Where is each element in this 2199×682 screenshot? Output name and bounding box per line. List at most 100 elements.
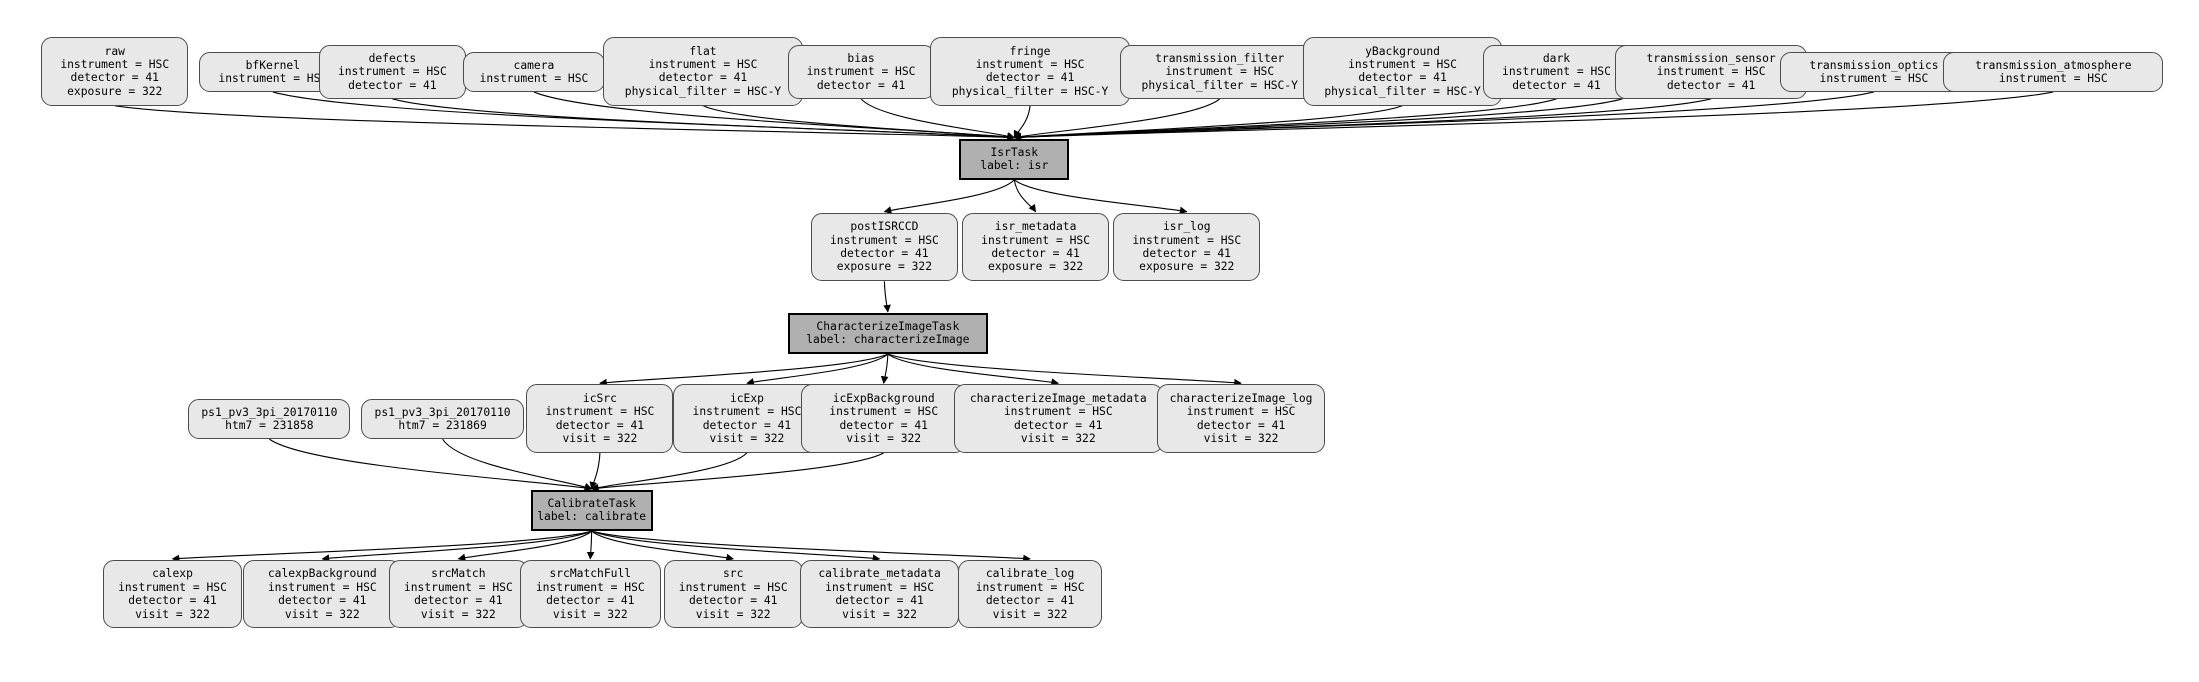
edge-CharacterizeImageTask-to-icExpBackground <box>880 354 889 384</box>
node-dimension: visit = 322 <box>846 431 922 445</box>
node-dimension: instrument = HSC <box>1502 65 1611 79</box>
node-title: yBackground <box>1365 44 1440 58</box>
node-dimension: detector = 41 <box>1358 71 1447 85</box>
node-dimension: detector = 41 <box>816 78 906 92</box>
node-dimension: instrument = HSC <box>692 405 802 419</box>
node-dimension: instrument = HSC <box>829 233 939 247</box>
node-title: isr_metadata <box>994 220 1077 234</box>
node-title: defects <box>368 51 417 65</box>
node-dimension: detector = 41 <box>1196 418 1286 432</box>
node-dimension: detector = 41 <box>128 594 217 608</box>
edge-CalibrateTask-to-srcMatch <box>457 530 593 562</box>
node-title: ps1_pv3_3pi_20170110 <box>201 405 338 419</box>
node-title: calexpBackground <box>267 567 377 581</box>
node-title: CalibrateTask <box>547 497 636 511</box>
node-dimension: instrument = HSC <box>975 580 1085 594</box>
node-dimension: physical_filter = HSC-Y <box>951 84 1109 98</box>
node-dimension: instrument = HSC <box>60 57 170 71</box>
node-dimension: visit = 322 <box>562 431 638 445</box>
edge-icSrc-to-CalibrateTask <box>589 452 601 490</box>
node-dimension: physical_filter = HSC-Y <box>624 84 782 98</box>
edge-icExpBackground-to-CalibrateTask <box>590 452 884 492</box>
node-title: transmission_atmosphere <box>1975 58 2132 72</box>
node-dimension: visit = 322 <box>992 607 1068 621</box>
node-dimension: instrument = HSC <box>267 580 377 594</box>
edge-CharacterizeImageTask-to-characterizeImage_log <box>887 353 1242 387</box>
node-dimension: detector = 41 <box>555 418 645 432</box>
node-dimension: visit = 322 <box>284 607 360 621</box>
node-dimension: instrument = HSC <box>479 72 589 86</box>
node-dimension: label: calibrate <box>537 510 647 524</box>
node-dimension: instrument = HSC <box>829 405 939 419</box>
node-dimension: instrument = HSC <box>981 233 1090 247</box>
edge-IsrTask-to-isr_metadata <box>1013 179 1037 213</box>
node-dimension: detector = 41 <box>702 418 792 432</box>
node-title: transmission_sensor <box>1646 51 1776 65</box>
node-dimension: instrument = HSC <box>975 57 1085 71</box>
node-dimension: detector = 41 <box>985 594 1075 608</box>
node-title: srcMatch <box>431 567 486 581</box>
edge-icExp-to-CalibrateTask <box>590 452 748 492</box>
node-dimension: htm7 = 231869 <box>398 419 487 433</box>
node-title: dark <box>1542 51 1571 65</box>
node-title: srcMatchFull <box>549 567 632 581</box>
node-dimension: physical_filter = HSC-Y <box>1324 84 1481 98</box>
node-dimension: instrument = HSC <box>806 65 916 79</box>
node-dimension: detector = 41 <box>1512 78 1601 92</box>
node-dimension: instrument = HSC <box>1186 405 1296 419</box>
node-dimension: detector = 41 <box>414 594 503 608</box>
node-title: calibrate_metadata <box>818 567 941 581</box>
node-dimension: instrument = HSC <box>403 580 513 594</box>
node-dimension: instrument = HSC <box>1819 72 1929 86</box>
node-dimension: exposure = 322 <box>987 260 1084 274</box>
edge-CalibrateTask-to-calibrate_log <box>591 530 1031 563</box>
edges-group <box>114 91 2054 563</box>
node-dimension: instrument = HSC <box>1132 233 1242 247</box>
node-dimension: instrument = HSC <box>337 65 447 79</box>
edge-CalibrateTask-to-calexp <box>171 530 592 563</box>
node-dimension: detector = 41 <box>1142 246 1231 260</box>
node-dimension: instrument = HSC <box>825 580 934 594</box>
node-title: transmission_filter <box>1155 51 1285 65</box>
node-dimension: exposure = 322 <box>836 260 932 274</box>
node-title: bfKernel <box>245 58 301 72</box>
node-title: ps1_pv3_3pi_20170110 <box>374 405 511 419</box>
node-dimension: instrument = HSC <box>1003 405 1113 419</box>
node-dimension: visit = 322 <box>842 607 917 621</box>
edge-postISRCCD-to-CharacterizeImageTask <box>883 281 891 313</box>
node-dimension: visit = 322 <box>420 607 496 621</box>
